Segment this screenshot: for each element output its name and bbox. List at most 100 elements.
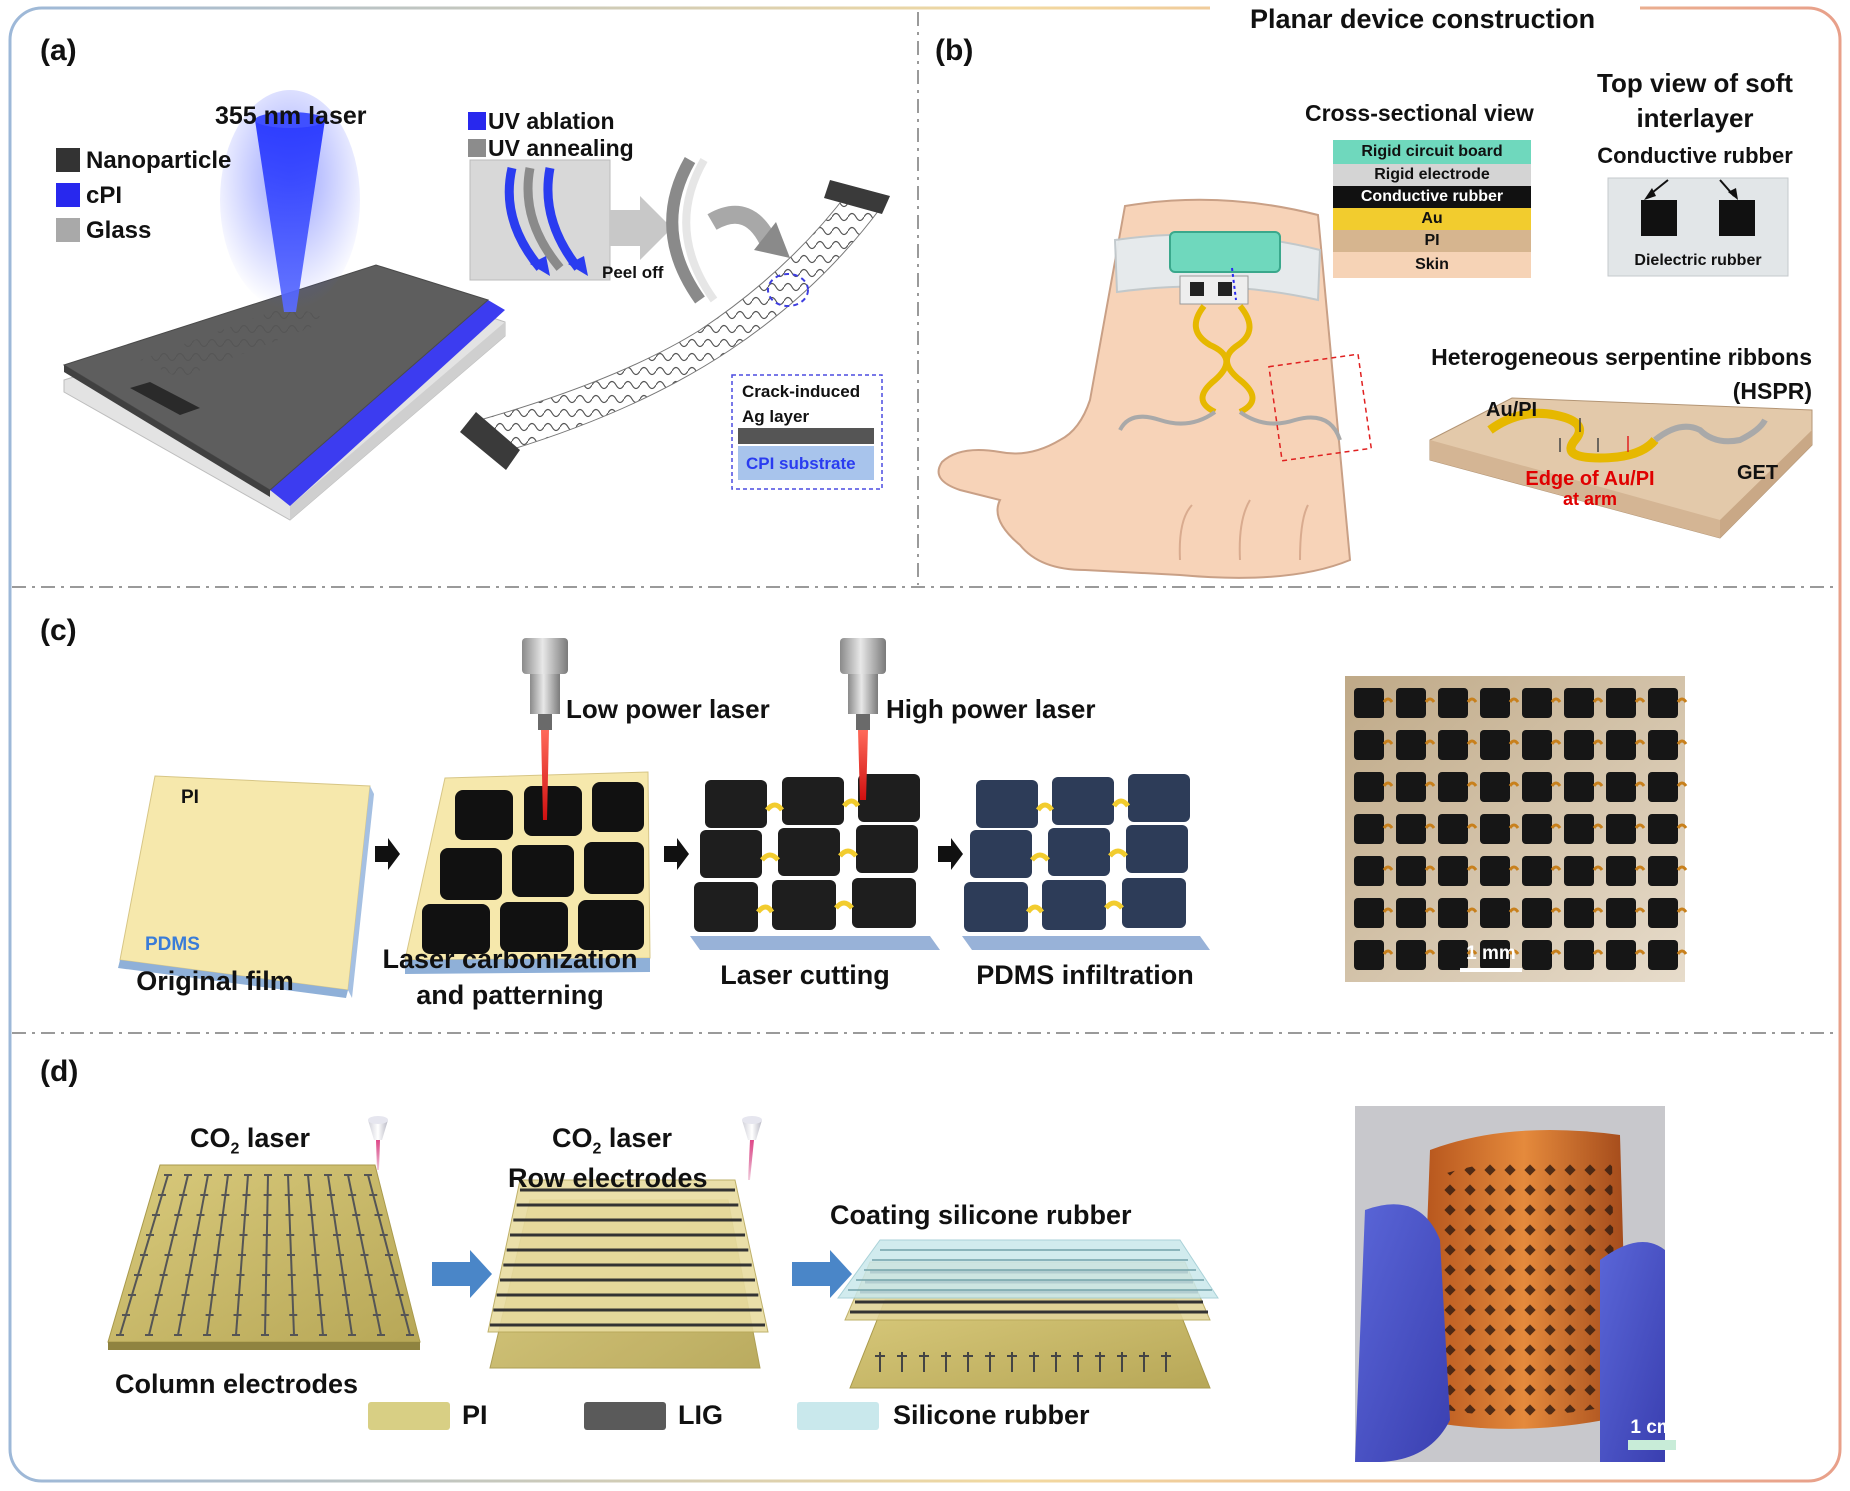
island-cell [1354,688,1384,718]
step-carbonization-2: and patterning [416,980,604,1010]
co2-laser-label-1: CO2 laser [190,1123,310,1158]
panel-c-artwork [118,638,1688,998]
island-cell [1522,898,1552,928]
column-electrodes-label: Column electrodes [115,1369,359,1399]
rigid-board-device [1169,231,1281,273]
step-original-film: Original film [136,966,294,996]
island-cell [1522,814,1552,844]
legend-cpi: cPI [86,182,123,209]
island-cell [1438,814,1468,844]
layer-rigid-electrode: Rigid electrode [1374,166,1490,183]
cut-islands [690,774,940,950]
cpi-layer [270,300,505,506]
island-cell [1606,940,1636,970]
legend-glass: Glass [86,217,152,244]
step-pdms-infiltration: PDMS infiltration [976,960,1194,990]
legend-nanoparticle: Nanoparticle [86,147,232,174]
island-cell [1438,730,1468,760]
row-electrodes-label: Row electrodes [508,1163,708,1193]
island-cell [1606,730,1636,760]
island-cell [1396,688,1426,718]
panel-b-letter: (b) [935,34,974,67]
legend-swatch-glass [56,218,80,242]
peel-off-label: Peel off [602,263,664,282]
layer-skin: Skin [1415,256,1449,273]
pi-label: PI [181,787,199,808]
island-cell [1564,688,1594,718]
island-cell [1522,856,1552,886]
scale-bar-c: 1 mm [1466,943,1516,964]
island-cell [1354,856,1384,886]
island-cell [1606,814,1636,844]
island-cell [1354,898,1384,928]
island-cell [1606,898,1636,928]
panel-d-artwork [107,1106,1676,1462]
edge-label-1: Edge of Au/PI [1525,468,1655,490]
legend-lig: LIG [678,1400,723,1430]
island-cell [1648,814,1678,844]
island-cell [1564,898,1594,928]
island-cell [1354,940,1384,970]
top-view-title-1: Top view of soft [1597,68,1793,98]
cross-section-stack [1333,140,1531,278]
island-cell [1648,730,1678,760]
legend-silicone-rubber: Silicone rubber [893,1400,1090,1430]
coating-label: Coating silicone rubber [830,1200,1132,1230]
legend-uv-ablation: UV ablation [488,108,615,134]
island-cell [1648,772,1678,802]
island-cell [1480,940,1510,970]
island-cell [1648,856,1678,886]
island-cell [1606,688,1636,718]
island-cell [1354,730,1384,760]
layer-rigid-board: Rigid circuit board [1361,143,1503,160]
island-cell [1564,856,1594,886]
cross-section-title: Cross-sectional view [1305,100,1534,126]
low-power-label: Low power laser [566,694,770,724]
island-cell [1396,898,1426,928]
co2-laser-label-2: CO2 laser [552,1123,672,1158]
island-cell [1480,688,1510,718]
conductive-rubber-label: Conductive rubber [1597,143,1793,168]
island-cell [1522,772,1552,802]
island-cell [1564,730,1594,760]
legend-pi: PI [462,1400,488,1430]
step-arrow-d1 [432,1250,492,1298]
crack-label-1: Crack-induced [742,382,861,401]
island-cell [1522,688,1552,718]
step-arrow-1 [610,196,672,260]
island-cell [1480,772,1510,802]
layer-au: Au [1421,210,1443,227]
panel-b-artwork [937,140,1813,579]
hspr-title-1: Heterogeneous serpentine ribbons [1431,344,1812,370]
scale-bar-d: 1 cm [1630,1417,1674,1438]
island-cell [1396,772,1426,802]
low-power-nozzle [522,638,568,674]
island-cell [1648,688,1678,718]
island-cell [1396,730,1426,760]
island-cell [1396,814,1426,844]
island-cell [1480,814,1510,844]
layer-conductive-rubber: Conductive rubber [1360,188,1504,205]
infiltrated-islands [962,774,1210,950]
island-cell [1438,856,1468,886]
cpi-substrate-label: CPI substrate [746,454,856,473]
island-cell [1606,856,1636,886]
island-cell [1438,772,1468,802]
au-pi-label: Au/PI [1486,399,1538,421]
high-power-nozzle [840,638,886,674]
edge-label-2: at arm [1562,489,1618,509]
island-cell [1480,730,1510,760]
get-label: GET [1737,462,1779,484]
panel-c-letter: (c) [40,614,77,647]
outer-frame [8,6,1842,1483]
layer-pi: PI [1424,232,1440,249]
panel-d-letter: (d) [40,1055,79,1088]
panel-a-letter: (a) [40,34,77,67]
hspr-title-2: (HSPR) [1732,378,1812,404]
island-cell [1396,940,1426,970]
island-cell [1438,898,1468,928]
legend-swatch-pi [368,1402,450,1430]
original-film [119,775,371,991]
figure-title: Planar device construction [1250,4,1596,34]
